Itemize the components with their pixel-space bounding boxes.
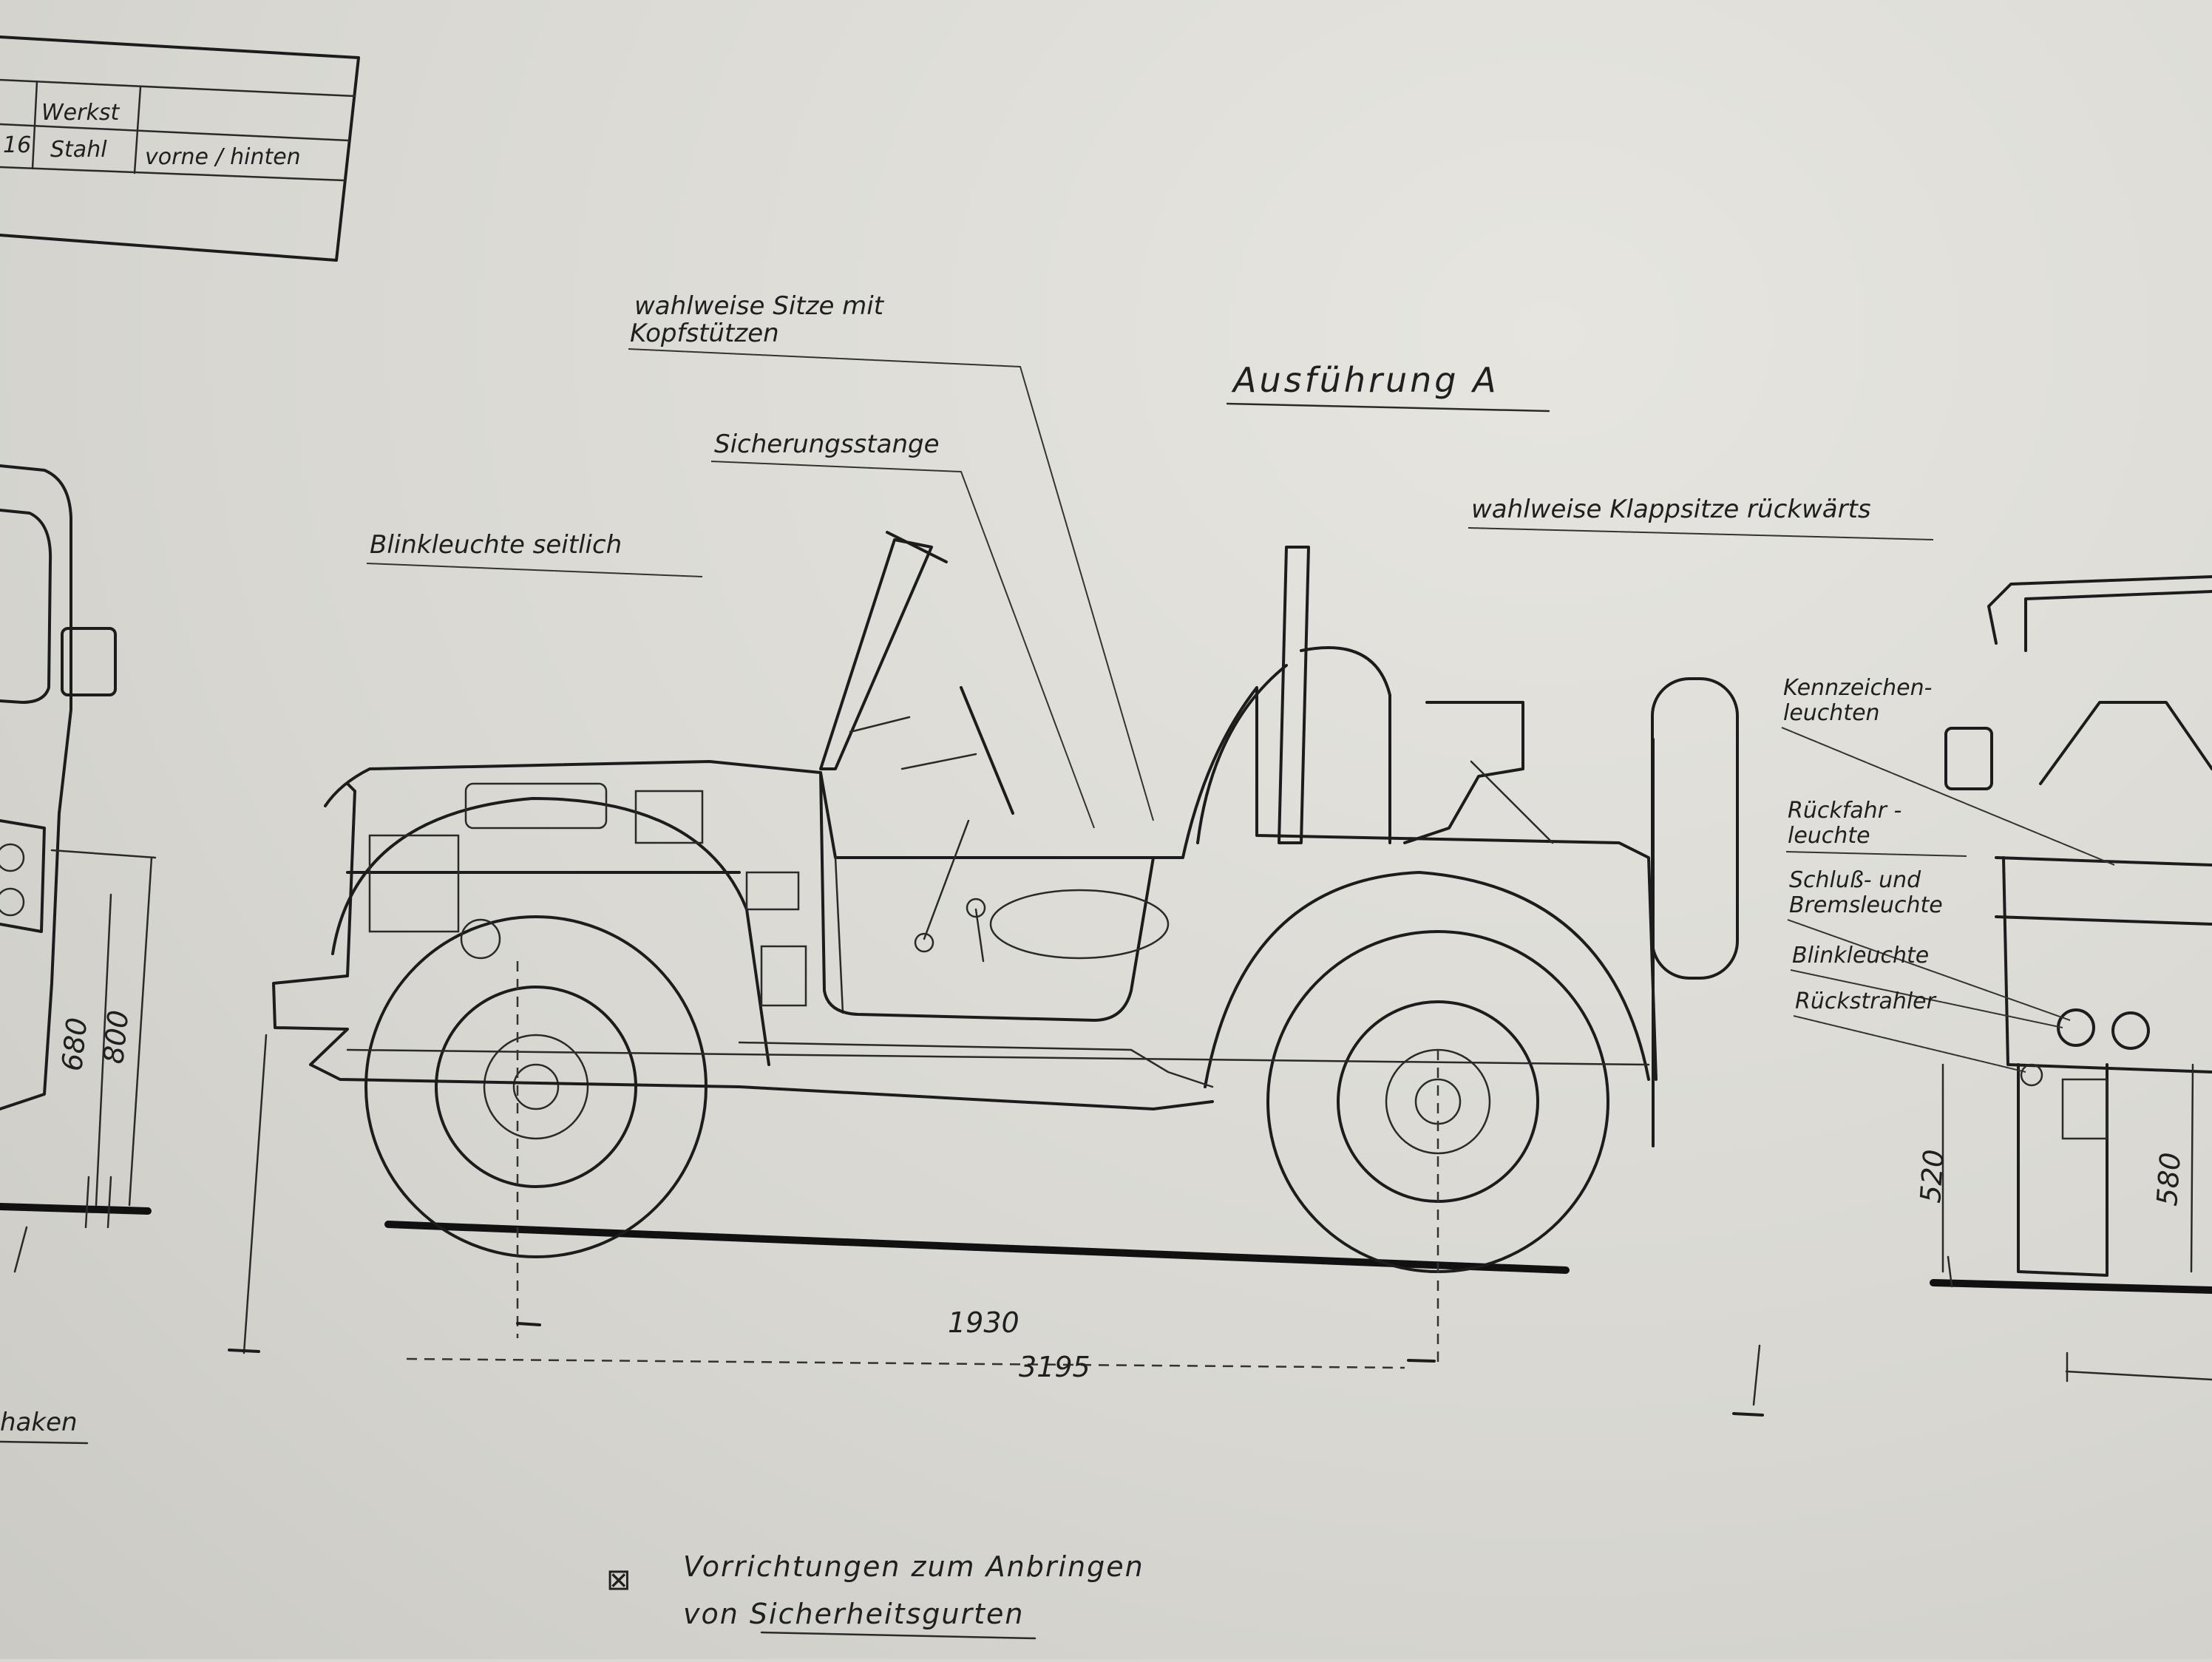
label-side-indicator: Blinkleuchte seitlich	[370, 530, 622, 560]
label-reflector: Rückstrahler	[1795, 988, 1937, 1014]
rear-dim-520: 520	[1914, 1148, 1950, 1204]
footnote-line2: von Sicherheitsgurten	[683, 1598, 1024, 1630]
label-seats-headrests-2: Kopfstützen	[630, 319, 779, 348]
front-dim-800: 800	[97, 1008, 135, 1065]
ground-line	[384, 1221, 1570, 1274]
title-block-position: vorne / hinten	[145, 144, 301, 170]
title-block: Werkst 16 Stahl vorne / hinten	[0, 35, 360, 262]
label-reverse-light-2: leuchte	[1788, 823, 1870, 849]
footnote-line1: Vorrichtungen zum Anbringen	[683, 1550, 1144, 1583]
front-fragment-label: haken	[0, 1408, 78, 1437]
front-dim-680: 680	[55, 1016, 93, 1073]
side-view: Ausführung A	[228, 291, 1934, 1417]
rear-wheel	[1266, 930, 1609, 1273]
label-seats-headrests-1: wahlweise Sitze mit	[634, 291, 885, 321]
dim-wheelbase: 1930	[948, 1306, 1020, 1339]
label-plate-light-1: Kennzeichen-	[1783, 675, 1932, 701]
rear-dim-580: 580	[2151, 1151, 2187, 1207]
label-tail-brake-2: Bremsleuchte	[1789, 892, 1943, 918]
title-block-material: Stahl	[50, 137, 107, 163]
body-upper	[324, 686, 1658, 1081]
title-block-header: Werkst	[41, 100, 120, 126]
steering-wheel	[960, 686, 1014, 815]
footnote-symbol: ⊠	[606, 1563, 631, 1597]
body-lower	[272, 782, 1214, 1110]
front-wheel	[364, 915, 708, 1258]
label-safety-bar: Sicherungsstange	[714, 430, 940, 459]
label-rear-indicator: Blinkleuchte	[1792, 943, 1929, 969]
rear-view: 520 580 Kennzeichen- leuchten Rückfahr -…	[1781, 575, 2212, 1383]
footnote: ⊠ Vorrichtungen zum Anbringen von Sicher…	[606, 1550, 1144, 1640]
dim-overall-length: 3195	[1019, 1351, 1090, 1383]
roll-bar	[1278, 546, 1310, 844]
label-plate-light-2: leuchten	[1783, 700, 1880, 726]
leader-safety-bar	[710, 461, 1095, 829]
front-fender	[331, 797, 770, 1066]
label-folding-seats: wahlweise Klappsitze rückwärts	[1471, 495, 1871, 524]
label-tail-brake-1: Schluß- und	[1789, 867, 1921, 893]
rear-seat	[1403, 701, 1524, 844]
leader-seats	[628, 348, 1154, 821]
rear-fender	[1204, 871, 1650, 1088]
title-block-row-left: 16	[3, 132, 31, 158]
view-title: Ausführung A	[1231, 360, 1499, 400]
front-view: 680 800 haken	[0, 464, 157, 1445]
spare-wheel	[1651, 677, 1739, 980]
leader-folding-seats	[1468, 527, 1934, 540]
leader-side-indicator	[366, 563, 703, 577]
windshield-frame	[819, 538, 933, 770]
label-reverse-light-1: Rückfahr -	[1788, 798, 1901, 824]
